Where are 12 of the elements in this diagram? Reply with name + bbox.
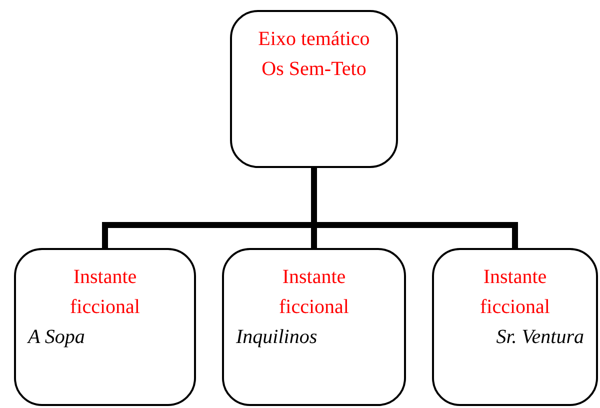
rounded-box bbox=[222, 248, 406, 406]
heading-text: Os Sem-Teto bbox=[260, 57, 368, 82]
title-text: Inquilinos bbox=[236, 325, 318, 350]
rounded-box bbox=[432, 248, 598, 406]
rounded-box bbox=[230, 10, 398, 168]
heading-text: Instante ficcional bbox=[69, 265, 141, 320]
title-text: A Sopa bbox=[28, 325, 86, 350]
heading-text: Instante ficcional bbox=[278, 265, 350, 320]
heading-text: Eixo temático bbox=[257, 27, 371, 52]
rounded-box bbox=[14, 248, 196, 406]
heading-text: Instante ficcional bbox=[479, 265, 551, 320]
title-text: Sr. Ventura bbox=[495, 325, 584, 350]
